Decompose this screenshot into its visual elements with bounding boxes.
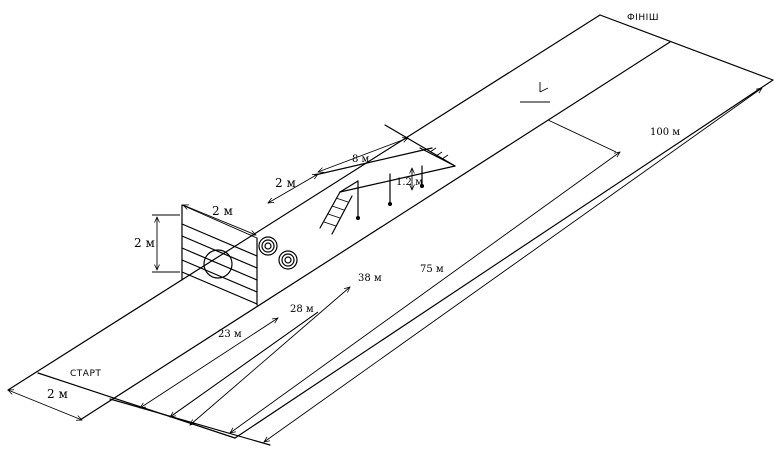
wall-plank-2: [181, 235, 258, 269]
start-width-label: 2 м: [47, 387, 68, 401]
turn-marker: [520, 82, 617, 153]
bridge-obstacle: 8 м 1.2 м 2 м: [268, 124, 456, 235]
turn-marker-guide: [547, 119, 617, 153]
wall-width-label: 2 м: [212, 204, 233, 218]
track-outline: [7, 14, 774, 446]
bridge-post-2-foot: [388, 202, 392, 206]
bridge-width-arrow: [268, 174, 318, 203]
track-left-edge: [7, 14, 601, 391]
bridge-length-label: 8 м: [352, 154, 370, 165]
ramp-hatch-2: [435, 151, 443, 157]
ramp-hatch-3: [441, 154, 449, 160]
wall-plank-4: [181, 259, 258, 293]
bridge-top-left: [314, 147, 433, 176]
tire-1-inner: [264, 242, 272, 250]
bridge-height-label: 1.2 м: [396, 177, 423, 188]
dist-23-arrow: [140, 318, 278, 408]
ladder-rung-4: [335, 197, 349, 203]
wall-height-label: 2 м: [134, 236, 155, 250]
wall-obstacle: 2 м 2 м: [134, 204, 258, 306]
tire-1-outer: [258, 236, 278, 256]
start-line: [37, 372, 236, 439]
wall-plank-5: [181, 271, 258, 305]
ramp-hatch-1: [429, 147, 437, 153]
wall-hole: [203, 249, 233, 279]
bridge-top-right: [339, 165, 456, 193]
ladder-rail-right: [331, 195, 353, 235]
finish-label: ФІНІШ: [627, 13, 659, 23]
ladder-rung-2: [327, 213, 341, 219]
dist-75-arrow: [230, 152, 620, 433]
finish-line: [599, 14, 774, 81]
wall-width-arrow: [183, 205, 256, 235]
tire-1-mid: [261, 239, 275, 253]
distance-arrows: 23 м 28 м 38 м 75 м 100 м: [140, 88, 762, 442]
bridge-width-label: 2 м: [275, 176, 296, 190]
ladder-rung-1: [323, 221, 337, 227]
ladder-rung-3: [331, 205, 345, 211]
tires: [258, 236, 298, 270]
bridge-post-3-foot: [420, 184, 424, 188]
bridge-end: [384, 124, 456, 167]
dist-28-label: 28 м: [290, 304, 314, 315]
bridge-length-arrow: [318, 138, 408, 172]
start-width-arrow: [8, 390, 82, 420]
dist-38-label: 38 м: [358, 273, 382, 284]
dist-100-arrow: [264, 88, 762, 442]
bridge-ramp-far: [419, 147, 456, 167]
wall-plank-3: [181, 247, 258, 281]
start-label: СТАРТ: [70, 369, 101, 379]
dist-23-label: 23 м: [218, 329, 242, 340]
dist-28-arrow: [170, 311, 319, 417]
start-width-dimension: 2 м СТАРТ: [8, 369, 101, 420]
tire-2-mid: [281, 253, 295, 267]
bridge-post-1-foot: [356, 216, 360, 220]
ladder-rail-left: [319, 191, 341, 229]
bridge-joint: [339, 180, 359, 193]
dist-75-label: 75 м: [420, 264, 444, 275]
turn-marker-flag-tip: [539, 87, 549, 93]
tire-2-inner: [284, 256, 292, 264]
tire-2-outer: [278, 250, 298, 270]
dist-100-label: 100 м: [650, 127, 680, 138]
track-right-edge: [234, 79, 774, 439]
